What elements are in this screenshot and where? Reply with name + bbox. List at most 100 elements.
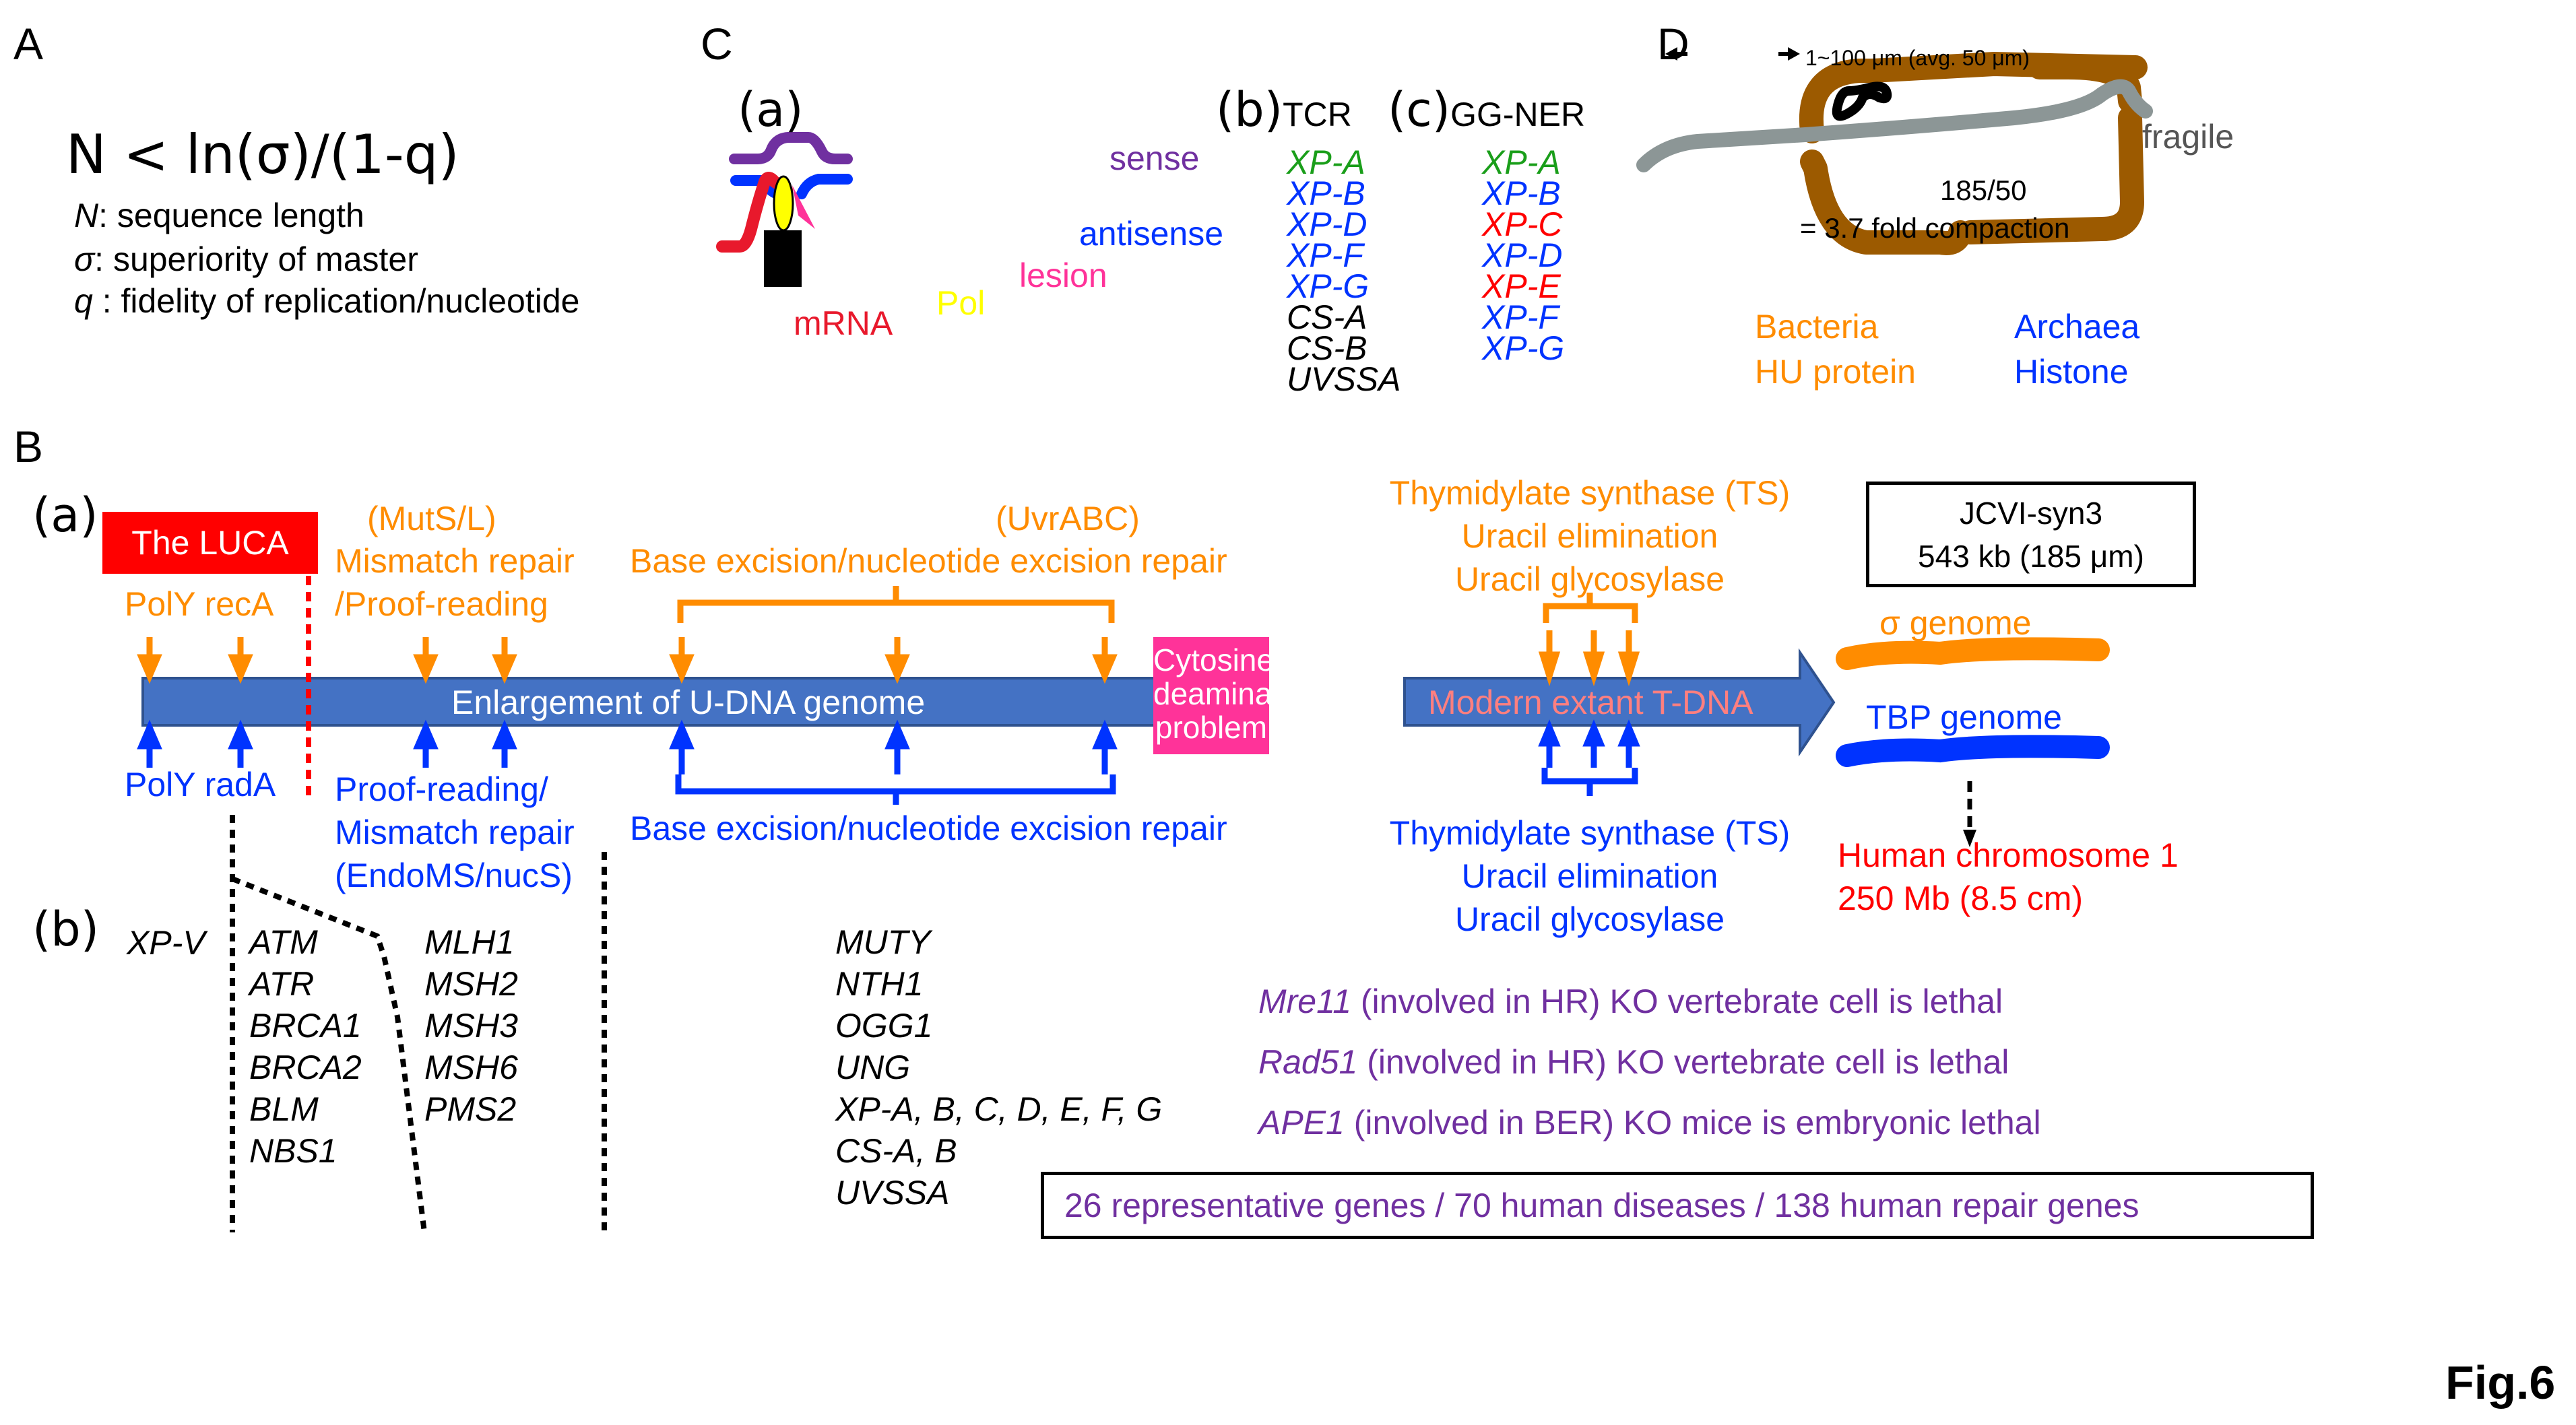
ts-top: Thymidylate synthase (TS) Uracil elimina…	[1367, 471, 1812, 601]
gene-item: NTH1	[835, 965, 924, 1003]
mrna-strand	[716, 172, 793, 253]
gene-item: XP-A	[1482, 143, 1561, 181]
gene-item: XP-C	[1482, 205, 1563, 243]
gene-item: XP-F	[1287, 236, 1363, 274]
definition-n: N: sequence length	[74, 199, 364, 232]
lethal-gene: Mre11	[1258, 983, 1352, 1020]
bacteria-label: Bacteria	[1755, 308, 1879, 345]
human-chr-line-2: 250 Mb (8.5 cm)	[1838, 880, 2084, 917]
figure-label: Fig.6	[2445, 1356, 2556, 1409]
panel-c-sub-a: (a)	[738, 82, 804, 137]
jcvi-line-1: JCVI-syn3	[1959, 496, 2103, 531]
fragile-dna	[1636, 79, 2153, 172]
mrna-label: mRNA	[794, 304, 893, 342]
ber-ner-bottom: Base excision/nucleotide excision repair	[630, 809, 1227, 847]
lethal-note-2: Rad51 (involved in HR) KO vertebrate cel…	[1258, 1045, 2009, 1079]
ts-bottom-line-1: Thymidylate synthase (TS)	[1389, 814, 1791, 852]
summary-box: 26 representative genes / 70 human disea…	[1041, 1172, 2314, 1239]
antisense-label: antisense	[1079, 215, 1224, 253]
proof-line-2: Mismatch repair	[335, 814, 575, 851]
luca-label: The LUCA	[131, 524, 289, 562]
gene-item: XP-G	[1287, 267, 1370, 305]
jcvi-text: JCVI-syn3 543 kb (185 μm)	[1869, 485, 2193, 578]
pol-box	[764, 230, 802, 287]
t-dna-arrow	[1403, 648, 1836, 757]
symbol: σ	[74, 240, 95, 278]
lesion-icon	[792, 185, 815, 229]
lethal-note-1: Mre11 (involved in HR) KO vertebrate cel…	[1258, 985, 2003, 1018]
lethal-text: (involved in HR) KO vertebrate cell is l…	[1351, 983, 2003, 1020]
gene-item: XP-F	[1482, 298, 1559, 336]
sigma-genome-label: σ genome	[1879, 604, 2032, 642]
cell-membrane	[1799, 52, 2148, 255]
panel-d-label: D	[1657, 19, 1689, 69]
tbp-genome-blob	[1836, 735, 2110, 767]
gene-item: MSH3	[424, 1007, 518, 1045]
size-arrow-left	[1665, 47, 1677, 61]
sub-b-label: (b)	[1216, 82, 1283, 137]
gene-item: BRCA2	[249, 1049, 362, 1086]
definition-text: : superiority of master	[94, 240, 418, 278]
gene-item: BRCA1	[249, 1007, 362, 1045]
tcr-title: TCR	[1283, 96, 1352, 133]
size-arrow-right	[1788, 47, 1800, 61]
ber-ner-top: Base excision/nucleotide excision repair	[630, 542, 1227, 580]
sub-c-label: (c)	[1388, 82, 1451, 137]
proof-line-3: (EndoMS/nucS)	[335, 857, 573, 894]
ts-top-line-3: Uracil glycosylase	[1454, 560, 1725, 598]
u-dna-arrow-label: Enlargement of U-DNA genome	[451, 684, 926, 721]
sense-strand	[729, 132, 853, 164]
panel-c-sub-c: (c)GG-NER	[1388, 86, 1585, 133]
polymerase-ellipse	[773, 175, 794, 232]
gene-item: PMS2	[424, 1090, 517, 1128]
lethal-text: (involved in HR) KO vertebrate cell is l…	[1357, 1043, 2009, 1081]
cytosine-line-1: Cytosine	[1153, 642, 1274, 677]
blue-arrows	[137, 719, 1640, 805]
gene-item: ATR	[249, 965, 315, 1003]
fragile-label: fragile	[2142, 118, 2234, 156]
panel-b-label: B	[13, 422, 44, 471]
gene-item: MUTY	[835, 923, 931, 961]
gene-item: NBS1	[249, 1132, 337, 1170]
ts-top-line-1: Thymidylate synthase (TS)	[1389, 474, 1791, 512]
gene-item: XP-E	[1482, 267, 1561, 305]
gene-item: MLH1	[424, 923, 515, 961]
pol-label: Pol	[936, 284, 986, 322]
t-dna-arrow-label: Modern extant T-DNA	[1428, 684, 1753, 721]
panel-b-sub-a: (a)	[32, 488, 98, 543]
sigma-genome-blob	[1836, 637, 2110, 670]
gene-item: OGG1	[835, 1007, 933, 1045]
lethal-gene: Rad51	[1258, 1043, 1358, 1081]
ts-top-line-2: Uracil elimination	[1461, 517, 1718, 555]
gene-item: BLM	[249, 1090, 319, 1128]
human-chr: Human chromosome 1 250 Mb (8.5 cm)	[1838, 834, 2179, 920]
gene-xpv: XP-V	[127, 924, 205, 962]
gene-item: XP-A, B, C, D, E, F, G	[835, 1090, 1163, 1128]
definition-text: : sequence length	[98, 197, 364, 234]
definition-text: : fidelity of replication/nucleotide	[92, 282, 580, 320]
uvrabc-label: (UvrABC)	[996, 500, 1140, 537]
archaea-label: Archaea	[2014, 308, 2140, 345]
panel-b-sub-b: (b)	[32, 902, 100, 957]
gene-item: ATM	[249, 923, 318, 961]
size-range: 1~100 μm (avg. 50 μm)	[1805, 46, 2030, 70]
gene-item: UNG	[835, 1049, 911, 1086]
panel-c-sub-b: (b)TCR	[1216, 86, 1352, 133]
lesion-label: lesion	[1019, 257, 1107, 294]
tbp-genome-label: TBP genome	[1866, 698, 2062, 736]
ts-bottom: Thymidylate synthase (TS) Uracil elimina…	[1367, 811, 1812, 941]
cytosine-line-2: deamination	[1153, 676, 1322, 711]
cytosine-line-3: problem	[1155, 710, 1268, 745]
gene-item: XP-G	[1482, 329, 1565, 367]
top-polY-recA: PolY recA	[125, 585, 274, 623]
gene-item: XP-B	[1482, 174, 1561, 212]
luca-box: The LUCA	[102, 512, 318, 574]
cytosine-box	[1153, 637, 1269, 754]
ts-bottom-line-3: Uracil glycosylase	[1454, 900, 1725, 938]
gene-item: XP-D	[1287, 205, 1367, 243]
gene-item: MSH2	[424, 965, 518, 1003]
